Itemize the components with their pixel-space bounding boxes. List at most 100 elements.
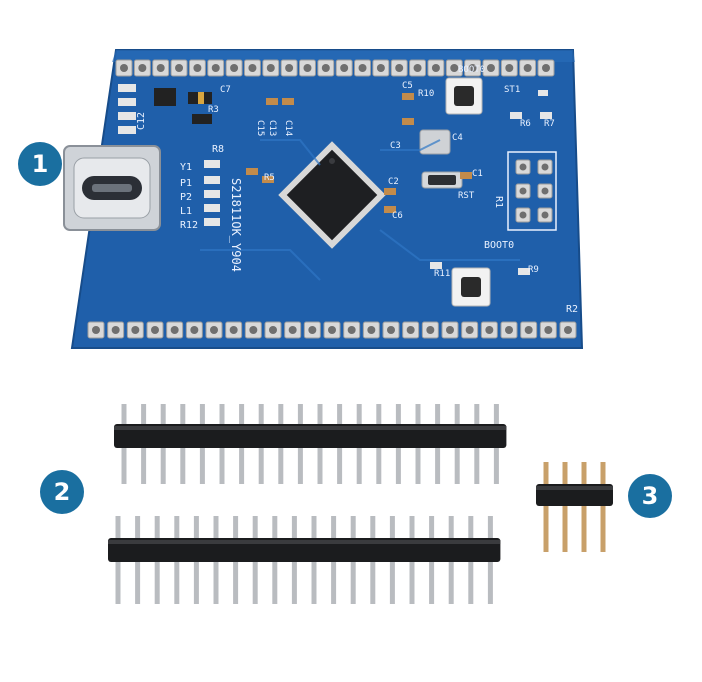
label-r8: R12 [180,220,198,231]
header-pin [543,462,549,486]
top-pin-row [115,59,555,77]
reset-button [445,77,483,115]
label-st1: ST1 [504,85,520,95]
pad-hole [347,326,356,334]
mcu-chip [278,141,386,249]
header-pin [474,446,480,484]
traces [200,139,520,281]
pad-hole [524,326,533,334]
pad-hole [468,64,477,72]
label-c13: C13 [267,120,277,136]
header-pin [154,516,160,540]
label-c4: C4 [452,133,463,143]
pad-hole [151,326,159,334]
pad-hole [303,64,312,72]
header-pin [233,560,239,604]
resistor [204,218,220,226]
header-pin [395,404,401,426]
header-pin [291,560,297,604]
header-pin [135,560,141,604]
pad-hole [387,326,395,334]
header-pin [395,446,401,484]
pad-hole [249,326,258,334]
header-pin [356,404,362,426]
header-pin [435,404,441,426]
header-pin [448,560,454,604]
pin-header-20-top [114,404,507,484]
label-r6: R10 [418,89,434,99]
p1-hole [519,163,527,171]
header-pin [199,404,205,426]
header-pin [154,560,160,604]
header-pin [454,404,460,426]
header-pin [376,446,382,484]
header-pin [141,404,147,426]
pad-hole [505,326,513,334]
header-pin [174,560,180,604]
header-pin [370,560,376,604]
label-r2: R6 [520,119,531,129]
callout-2: 2 [40,470,84,514]
p1-connector [507,151,557,231]
resistor-column [204,160,220,226]
pad-hole [446,326,454,334]
pad-hole [269,326,277,334]
label-r4: R8 [212,144,224,155]
pad-hole [485,326,494,334]
header-pin [409,560,415,604]
pad-hole [190,326,199,334]
pad-hole [111,326,120,334]
pad-hole [138,64,147,72]
header-pin [219,404,225,426]
pad-hole [505,64,514,72]
p1-hole [541,211,549,219]
header-pin [600,504,606,552]
pad-hole [564,326,572,334]
pad-hole [266,64,275,72]
header-pin [180,446,186,484]
pad-hole [285,64,294,72]
silkscreen-labels: S21811OK_Y904 C12 Y1 P1 P2 L1 R12 R8 C7 … [136,65,578,315]
pad-hole [426,326,435,334]
header-pin [562,462,568,486]
pad-hole [175,64,184,72]
header-pin [278,404,284,426]
header-pin [376,404,382,426]
header-pin [252,516,258,540]
pad-hole [156,64,165,72]
pad-hole [450,64,459,72]
pad-hole [170,326,179,334]
pad-hole [395,64,404,72]
header-pin [389,560,395,604]
header-pin [239,446,245,484]
header-pin [193,560,199,604]
header-pin [252,560,258,604]
header-highlight [114,426,507,430]
pad-hole [542,64,550,72]
pad-hole [544,326,553,334]
header-pin [199,446,205,484]
pad-hole [131,326,140,334]
label-c15: C15 [255,120,265,136]
header-pin [297,404,303,426]
header-pin [297,446,303,484]
header-pin [448,516,454,540]
header-highlight [536,486,613,490]
header-pin [174,516,180,540]
header-pin [474,404,480,426]
header-pin [331,516,337,540]
label-r10: P1 [180,178,192,189]
label-rst: BOOT0 [458,65,485,75]
header-pin [291,516,297,540]
p1-hole [541,187,549,195]
header-highlight [108,540,501,544]
label-r11: P2 [180,192,192,203]
label-p1: R1 [493,196,504,208]
header-pin [454,446,460,484]
header-pin [581,504,587,552]
pad-hole [92,326,100,334]
label-c14: C14 [283,120,293,136]
label-c6: C6 [392,211,403,221]
header-pin [435,446,441,484]
pad-hole [211,64,220,72]
